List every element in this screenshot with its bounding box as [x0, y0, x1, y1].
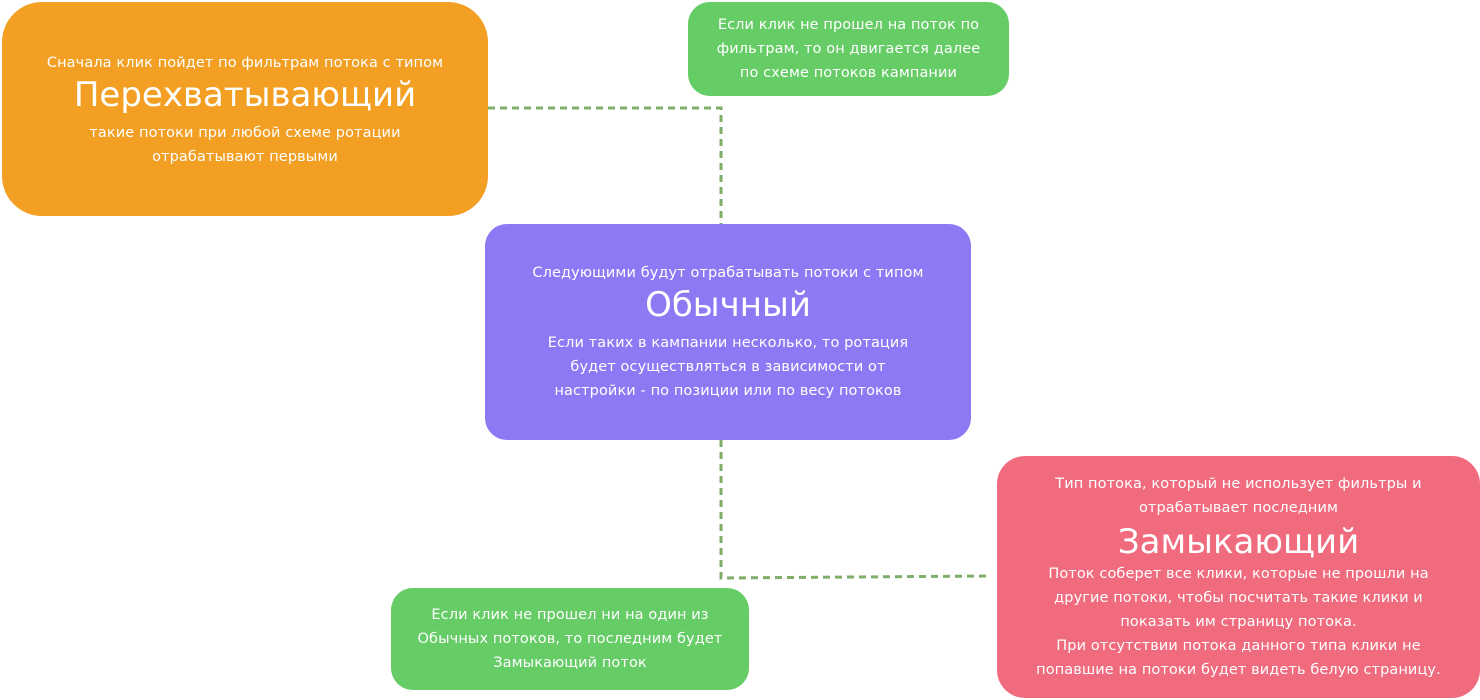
- closing-desc-line-2: другие потоки, чтобы посчитать такие кли…: [1054, 590, 1423, 606]
- closing-desc-line-3: показать им страницу потока.: [1120, 614, 1357, 630]
- connector-intercept-to-regular: [488, 106, 723, 224]
- closing-title: Замыкающий: [1117, 522, 1360, 562]
- intercept-title: Перехватывающий: [73, 75, 417, 115]
- closing-intro-line-2: отрабатывает последним: [1138, 500, 1339, 516]
- regular-intro: Следующими будут отрабатывать потоки с т…: [532, 265, 924, 281]
- intercept-flow-box: Сначала клик пойдет по фильтрам потока с…: [2, 2, 488, 216]
- regular-desc-line-1: Если таких в кампании несколько, то рота…: [547, 335, 909, 351]
- regular-desc-line-3: настройки - по позиции или по весу поток…: [554, 383, 902, 399]
- note-top-line-2: фильтрам, то он двигается далее: [716, 41, 981, 57]
- note-box-bottom: Если клик не прошел ни на один из Обычны…: [391, 588, 749, 690]
- closing-intro-line-1: Тип потока, который не использует фильтр…: [1055, 476, 1422, 492]
- note-box-top: Если клик не прошел на поток по фильтрам…: [688, 2, 1009, 96]
- regular-title: Обычный: [645, 285, 811, 325]
- note-bottom-line-3: Замыкающий поток: [493, 655, 647, 671]
- regular-desc-line-2: будет осуществляться в зависимости от: [570, 359, 886, 375]
- note-bottom-line-2: Обычных потоков, то последним будет: [417, 631, 723, 647]
- note-bottom-line-1: Если клик не прошел ни на один из: [431, 607, 709, 623]
- regular-flow-box: Следующими будут отрабатывать потоки с т…: [485, 224, 971, 440]
- closing-desc-line-4: При отсутствии потока данного типа клики…: [1056, 638, 1421, 654]
- closing-desc-line-1: Поток соберет все клики, которые не прош…: [1048, 566, 1429, 582]
- connector-regular-to-closing: [719, 440, 989, 580]
- closing-desc-line-5: попавшие на потоки будет видеть белую ст…: [1036, 662, 1441, 678]
- intercept-intro: Сначала клик пойдет по фильтрам потока с…: [46, 55, 444, 71]
- note-top-line-3: по схеме потоков кампании: [739, 65, 958, 81]
- note-top-line-1: Если клик не прошел на поток по: [717, 17, 980, 33]
- closing-flow-box: Тип потока, который не использует фильтр…: [997, 456, 1480, 698]
- intercept-desc-line-1: такие потоки при любой схеме ротации: [89, 125, 401, 141]
- intercept-desc-line-2: отрабатывают первыми: [152, 149, 338, 165]
